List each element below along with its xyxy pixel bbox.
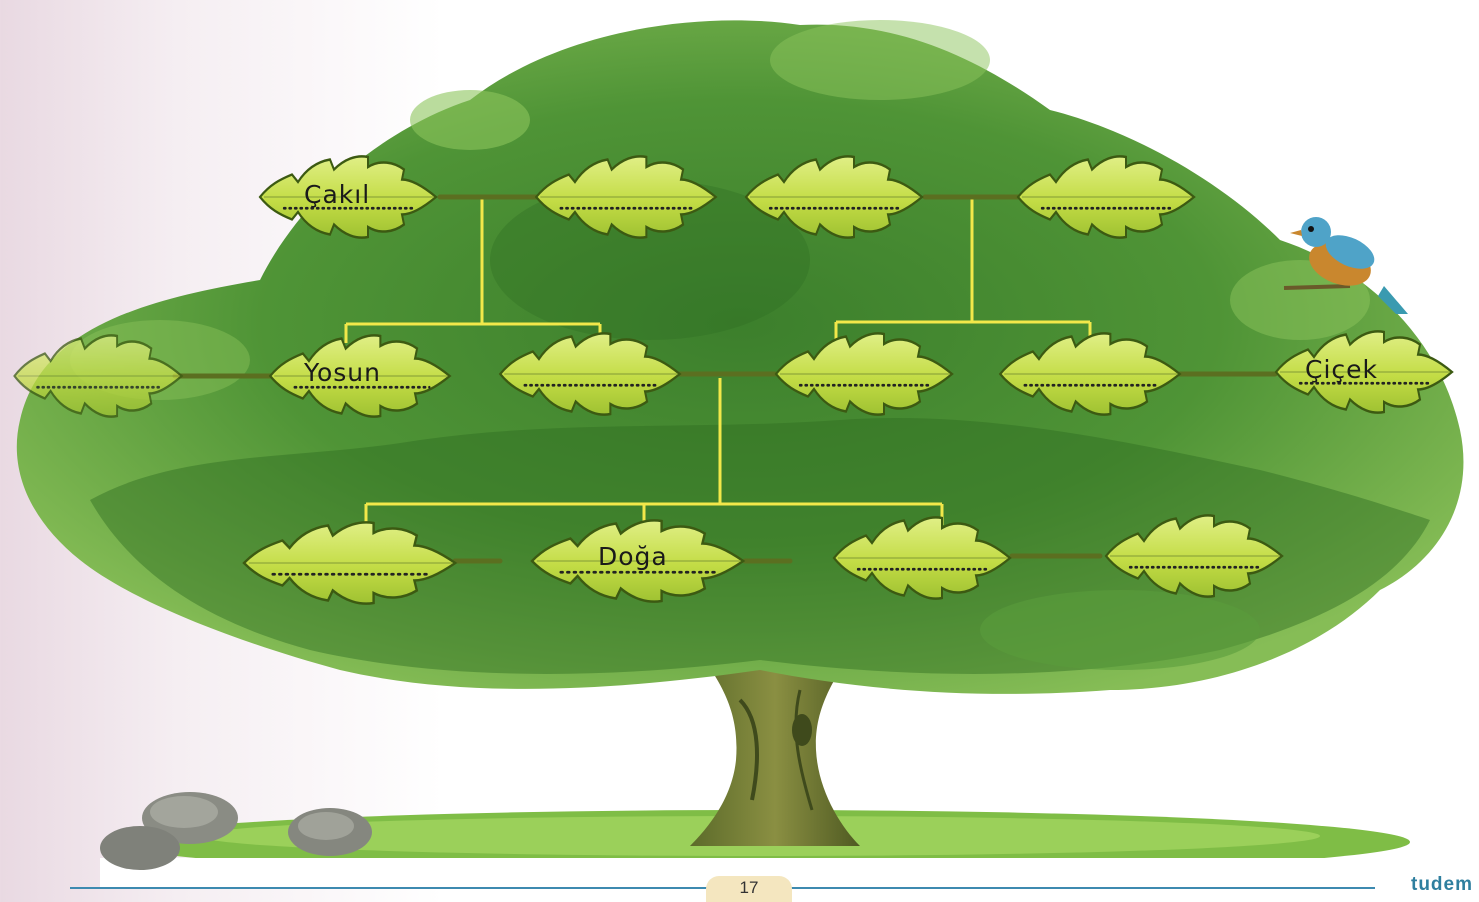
- leaf-card: [998, 332, 1181, 416]
- leaf-card: [1016, 155, 1196, 239]
- publisher-logo: tudem: [1411, 874, 1473, 895]
- page-number: 17: [706, 876, 792, 902]
- leaf-label-yosun: Yosun: [304, 358, 381, 387]
- leaf-card: [498, 332, 681, 416]
- leaf-card: [1274, 330, 1454, 414]
- leaf-card: [258, 155, 438, 239]
- leaf-card: [268, 334, 451, 418]
- canopy: [16, 20, 1464, 694]
- trunk: [690, 640, 860, 846]
- leaf-label-cakil: Çakıl: [304, 180, 371, 209]
- footer-rule-right: [790, 887, 1375, 889]
- leaf-card: [774, 332, 954, 416]
- leaf-card: [744, 155, 924, 239]
- leaf-card: [1104, 514, 1284, 598]
- leaf-stems: [172, 194, 1278, 564]
- leaf-card: [530, 519, 745, 603]
- footer-rule-left: [70, 887, 710, 889]
- bird-illustration: [1283, 217, 1408, 314]
- leaf-label-doga: Doğa: [598, 542, 668, 571]
- leaf-card: [534, 155, 717, 239]
- leaf-card: [242, 521, 457, 605]
- leaf-cards: [13, 155, 1454, 605]
- leaf-card: [13, 334, 183, 418]
- rocks: [100, 792, 372, 870]
- leaf-label-cicek: Çiçek: [1305, 355, 1379, 384]
- leaf-card: [832, 516, 1012, 600]
